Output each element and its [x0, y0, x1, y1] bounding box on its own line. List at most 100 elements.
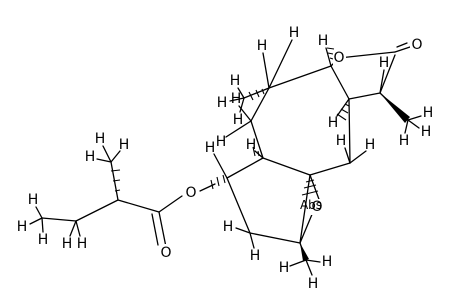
- bonds: [29, 39, 422, 276]
- atom-h-alpha-methyl-b: H: [95, 131, 106, 147]
- atom-h-c3-methyl-b: H: [421, 124, 432, 140]
- bond-c2-o-carbonyl-double: [396, 42, 408, 48]
- atom-h-c13-methyl-b: H: [308, 276, 319, 292]
- atom-o-lactone-carbonyl: O: [411, 37, 422, 53]
- bond-c9-c10: [309, 162, 351, 176]
- atom-h-c6b: H: [289, 25, 300, 41]
- abs-stereo-label: Abs: [300, 198, 322, 212]
- bond-c8-c9: [262, 157, 311, 176]
- hashed-bond-alpha-c-methyl: [110, 169, 121, 192]
- atom-h-c3: H: [379, 55, 390, 71]
- bond-h-methyl-end-b: [29, 217, 43, 225]
- atom-h-c6-methyl-a: H: [230, 73, 241, 89]
- atom-h-c12b: H: [250, 248, 261, 264]
- bond-h-c11: [213, 153, 228, 179]
- bond-c8-c11: [226, 157, 264, 179]
- atom-h-c10a: H: [336, 133, 347, 149]
- bond-c7-c8: [250, 120, 264, 159]
- atom-o-ester-carbonyl: O: [160, 245, 171, 261]
- atom-o-lactone-ring: O: [333, 50, 344, 66]
- bond-h-c13-methyl-c: [305, 259, 321, 263]
- bond-h-c3: [379, 69, 385, 94]
- bond-c13-c9: [299, 174, 311, 244]
- hashed-bond-c5-h: [326, 47, 335, 60]
- bond-h-alpha-methyl-b: [102, 145, 112, 163]
- bond-h-methyl-end-a: [35, 206, 43, 219]
- bond-h-methyl-end-c: [41, 217, 44, 233]
- bond-h-c6-methyl-a: [237, 87, 245, 99]
- bond-c6-methyl: [243, 87, 270, 99]
- wedge-bond-c3-methyl: [380, 93, 410, 123]
- atom-h-alpha-methyl-c: H: [119, 137, 130, 153]
- hashed-bond-c4-h: [336, 103, 350, 121]
- atom-h-alpha-methyl-a: H: [85, 149, 96, 165]
- atom-h-c11: H: [205, 140, 216, 156]
- atom-h-c13-methyl-a: H: [279, 260, 290, 276]
- bond-h-c6a: [262, 52, 270, 89]
- bond-h-alpha-methyl-c: [110, 150, 121, 163]
- bond-h-c3-methyl-c: [404, 119, 409, 134]
- bond-h-c3-methyl-a: [407, 115, 422, 121]
- bond-h-c13-methyl-b: [305, 259, 313, 276]
- atom-h-c7a: H: [231, 91, 242, 107]
- atom-o-epoxide: O: [311, 199, 322, 215]
- bond-c11-c12: [226, 177, 251, 234]
- bond-c3-c4: [348, 92, 381, 100]
- bond-h-c10a: [344, 147, 351, 164]
- bond-h-alpha-methyl-a: [96, 158, 112, 163]
- bond-c12-c13: [249, 232, 301, 244]
- hashed-bond-c6-methyl: [248, 88, 265, 101]
- bond-h-methylene-b: [75, 220, 81, 237]
- atom-h-c6a: H: [257, 38, 268, 54]
- atom-h-methyl-end-c: H: [38, 232, 49, 248]
- bond-carbonyl-c-alpha-c: [117, 199, 160, 213]
- wedge-bond-c13-methyl: [300, 243, 309, 261]
- bond-c4-c5: [330, 65, 350, 100]
- atom-h-c10b: H: [365, 137, 376, 153]
- bond-h-c12b: [249, 232, 255, 249]
- atom-h-c6-methyl-b: H: [217, 95, 228, 111]
- atom-h-c7b: H: [216, 134, 227, 150]
- bond-h-c3-methyl-b: [407, 119, 420, 129]
- bond-h-c12a: [235, 227, 251, 234]
- bond-h-c4: [336, 98, 350, 117]
- atom-h-c12a: H: [223, 219, 234, 235]
- bond-c1-c2: [338, 51, 396, 59]
- bond-h-c10b: [349, 150, 367, 164]
- bond-h-c6-methyl-c: [239, 97, 245, 113]
- atom-h-methylene-a: H: [62, 236, 73, 252]
- bond-c6-c7: [250, 87, 270, 122]
- bond-methylene-methyl: [41, 217, 77, 222]
- bond-carbonyl-c-o-double: [151, 213, 159, 246]
- atom-h-methylene-b: H: [77, 236, 88, 252]
- bond-c9-epoxide-o: [309, 174, 321, 203]
- atom-h-methyl-end-b: H: [17, 219, 28, 235]
- bond-c13-epoxide-o: [299, 211, 314, 244]
- bond-c2-o-carbonyl: [394, 46, 411, 53]
- hashed-bond-c9-epoxide: [301, 179, 319, 196]
- bond-carbonyl-c-o: [158, 211, 167, 248]
- atom-labels: O O O O O Abs H H H H H H H H H H H H H …: [17, 25, 434, 292]
- bond-c5-c6: [268, 65, 332, 89]
- bond-h-c13-methyl-a: [289, 259, 307, 267]
- atom-h-c5: H: [318, 33, 329, 49]
- atom-h-methyl-end-a: H: [28, 192, 39, 208]
- bond-c2-c3: [379, 54, 396, 94]
- bond-alpha-c-methylene: [75, 199, 119, 222]
- stereo-bonds: [110, 47, 410, 261]
- bond-h-c7b: [225, 120, 252, 138]
- hashed-bond-c11-ester-o: [210, 174, 226, 190]
- atom-h-c6-methyl-c: H: [233, 112, 244, 128]
- atom-o-ester: O: [185, 185, 196, 201]
- bond-h-c6b: [268, 39, 293, 89]
- bond-h-c6-methyl-b: [229, 97, 245, 102]
- atom-h-c3-methyl-c: H: [399, 133, 410, 149]
- atom-h-c8: H: [246, 137, 257, 153]
- atom-h-c3-methyl-a: H: [423, 105, 434, 121]
- bond-c10-c4: [348, 98, 351, 164]
- hashed-bond-c8-h: [252, 146, 260, 157]
- atom-h-c13-methyl-c: H: [322, 254, 333, 270]
- bond-h-c5: [325, 47, 332, 67]
- bond-h-methylene-a: [69, 220, 77, 237]
